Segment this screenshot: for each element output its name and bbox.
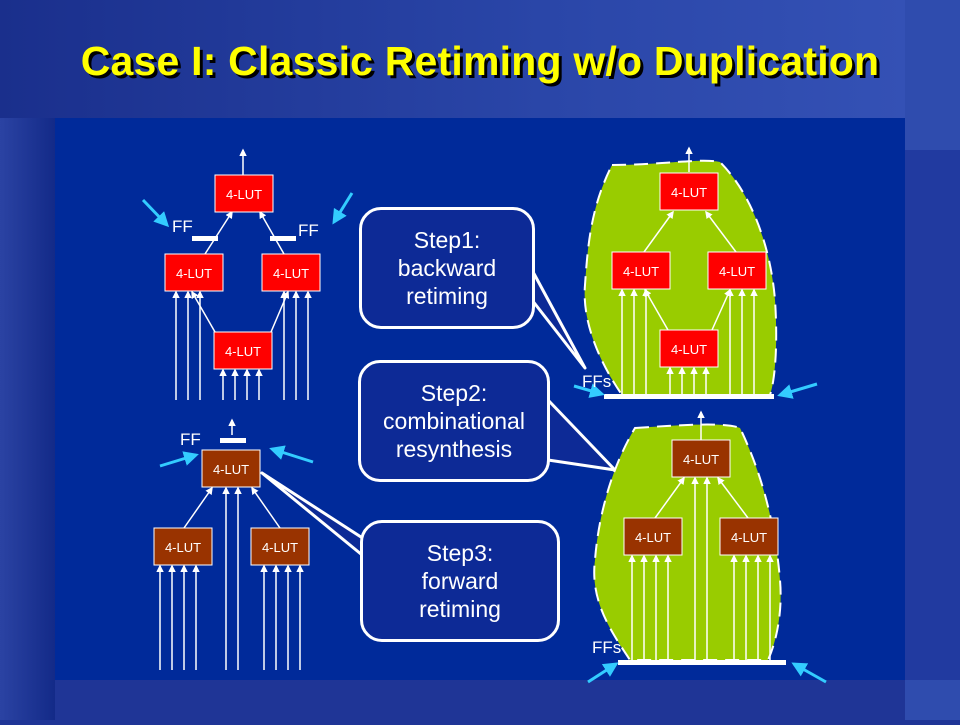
- lut-label: 4-LUT: [262, 540, 298, 555]
- ffs-bar-top: [604, 394, 774, 399]
- callout-step1-line1: Step1:: [413, 227, 481, 253]
- ff-bar-left: [192, 236, 218, 241]
- ff-bar-output: [220, 438, 246, 443]
- lut-label: 4-LUT: [213, 462, 249, 477]
- lut-label: 4-LUT: [719, 264, 755, 279]
- lut-block: 4-LUT: [214, 174, 274, 213]
- lut-block: 4-LUT: [659, 329, 719, 368]
- lut-block: 4-LUT: [707, 251, 767, 290]
- left-band: [0, 118, 55, 720]
- cloud-top-right: [583, 159, 778, 396]
- slide-title: Case I: Classic Retiming w/o Duplication: [80, 38, 880, 84]
- top-band: [0, 0, 905, 118]
- callout-step3-line1: Step3:: [426, 540, 494, 566]
- network-bottom-left: [156, 418, 304, 670]
- cyan-arrow: [777, 382, 818, 399]
- lut-label: 4-LUT: [176, 266, 212, 281]
- callout-step1: Step1: backward retiming: [359, 207, 535, 329]
- network-top-right: [618, 146, 758, 395]
- ff-bar-right: [270, 236, 296, 241]
- ff-label: FF: [180, 430, 201, 449]
- callout-step2-line1: Step2:: [420, 380, 488, 406]
- ff-label: FF: [298, 221, 319, 240]
- cyan-arrow: [587, 662, 619, 684]
- callout-step3-line3: retiming: [419, 596, 501, 622]
- lut-block: 4-LUT: [250, 527, 310, 566]
- lut-label: 4-LUT: [226, 187, 262, 202]
- cyan-arrow: [791, 662, 827, 684]
- lut-label: 4-LUT: [273, 266, 309, 281]
- lut-label: 4-LUT: [225, 344, 261, 359]
- lut-block: 4-LUT: [659, 172, 719, 211]
- callout-step3-line2: forward: [421, 568, 499, 594]
- callout-step1-line2: backward: [397, 255, 497, 281]
- lut-block: 4-LUT: [164, 253, 224, 292]
- lut-block: 4-LUT: [719, 517, 779, 556]
- ff-label: FF: [172, 217, 193, 236]
- callout-step3: Step3: forward retiming: [360, 520, 560, 642]
- callout-step1-line3: retiming: [406, 283, 488, 309]
- network-top-left: [172, 148, 312, 400]
- cyan-arrow: [141, 198, 170, 228]
- cyan-arrow: [573, 383, 605, 398]
- lut-label: 4-LUT: [671, 185, 707, 200]
- lut-block: 4-LUT: [623, 517, 683, 556]
- network-bottom-right: [628, 410, 774, 660]
- lut-label: 4-LUT: [623, 264, 659, 279]
- ffs-label: FFs: [592, 638, 621, 657]
- lut-label: 4-LUT: [683, 452, 719, 467]
- lut-block: 4-LUT: [671, 439, 731, 478]
- lut-block: 4-LUT: [153, 527, 213, 566]
- lut-label: 4-LUT: [635, 530, 671, 545]
- ffs-label: FFs: [582, 372, 611, 391]
- lut-label: 4-LUT: [165, 540, 201, 555]
- lut-label: 4-LUT: [731, 530, 767, 545]
- lut-label: 4-LUT: [671, 342, 707, 357]
- cyan-arrow: [332, 192, 354, 225]
- lut-block: 4-LUT: [261, 253, 321, 292]
- ffs-bar-bottom: [618, 660, 786, 665]
- lut-block: 4-LUT: [213, 331, 273, 370]
- cyan-arrow: [159, 451, 199, 468]
- callout-step2-line2: combinational: [383, 408, 525, 434]
- callout-step2: Step2: combinational resynthesis: [358, 360, 550, 482]
- callout-step2-line3: resynthesis: [395, 436, 513, 462]
- lut-block: 4-LUT: [611, 251, 671, 290]
- lut-block: 4-LUT: [201, 449, 261, 488]
- cyan-arrow: [269, 445, 314, 464]
